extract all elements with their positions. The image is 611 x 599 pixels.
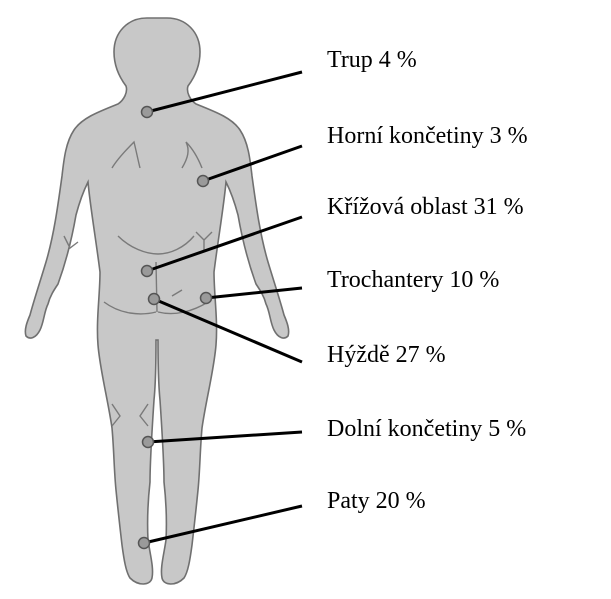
marker-paty [139, 538, 150, 549]
marker-krizova-oblast [142, 266, 153, 277]
leader-line-trochantery [206, 288, 302, 298]
label-trup: Trup 4 % [327, 48, 417, 72]
marker-trup [142, 107, 153, 118]
marker-dolni-koncetiny [143, 437, 154, 448]
label-horni-koncetiny: Horní končetiny 3 % [327, 124, 528, 148]
marker-hyzde [149, 294, 160, 305]
marker-trochantery [201, 293, 212, 304]
label-krizova-oblast: Křížová oblast 31 % [327, 195, 524, 219]
label-trochantery: Trochantery 10 % [327, 268, 499, 292]
marker-horni-koncetiny [198, 176, 209, 187]
label-paty: Paty 20 % [327, 489, 426, 513]
label-dolni-koncetiny: Dolní končetiny 5 % [327, 417, 526, 441]
label-hyzde: Hýždě 27 % [327, 343, 446, 367]
